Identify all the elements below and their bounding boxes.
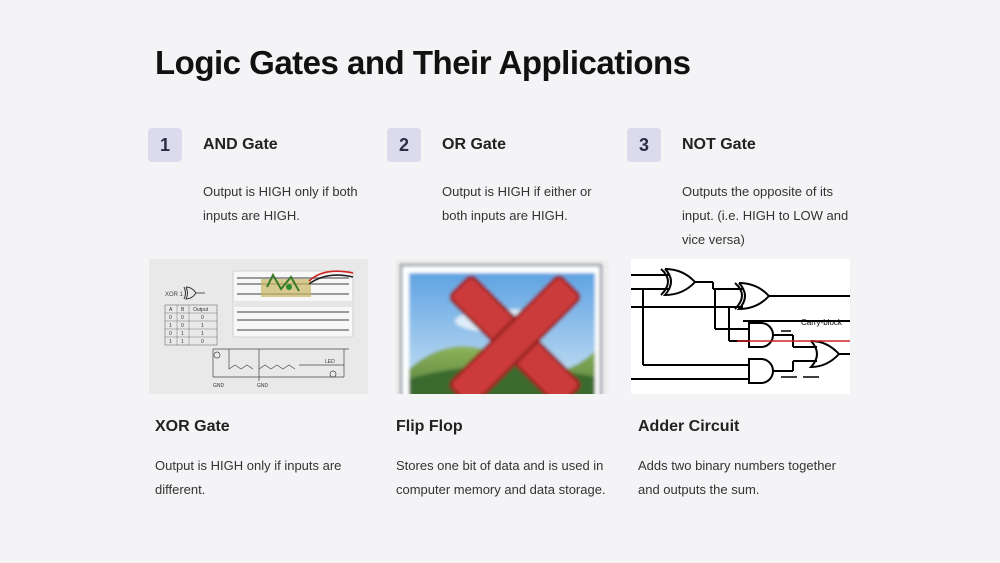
and-gate-card: 1 AND Gate Output is HIGH only if both i… [148,128,378,228]
card-title: NOT Gate [682,136,756,153]
card-description: Output is HIGH only if inputs are differ… [155,458,342,497]
xor-gate-card: XOR Gate Output is HIGH only if inputs a… [155,418,385,502]
adder-circuit-diagram: Carry-block [631,259,850,394]
number-badge: 1 [148,128,182,162]
adder-circuit-image: Carry-block [631,259,850,394]
slide-title: Logic Gates and Their Applications [155,44,691,81]
broken-image-icon [395,259,609,394]
card-title: Adder Circuit [638,418,740,435]
svg-text:0: 0 [181,323,184,329]
svg-text:B: B [181,307,185,313]
number-badge: 3 [627,128,661,162]
svg-text:0: 0 [169,331,172,337]
card-title: Flip Flop [396,418,463,435]
gnd-label: GND [213,383,225,389]
xor-breadboard-image: XOR 1 A B Output 0 0 0 1 0 1 0 1 1 1 1 0 [149,259,368,394]
card-title: AND Gate [203,136,278,153]
schematic [212,348,349,381]
svg-text:0: 0 [201,339,204,345]
gnd-label: GND [257,383,269,389]
card-description: Adds two binary numbers together and out… [638,458,836,497]
card-title: OR Gate [442,136,507,153]
card-description: Outputs the opposite of its input. (i.e.… [682,184,849,247]
led-label: LED [325,359,335,365]
svg-text:1: 1 [181,339,184,345]
adder-circuit-card: Adder Circuit Adds two binary numbers to… [638,418,868,502]
flip-flop-image [395,259,614,394]
svg-text:1: 1 [201,323,204,329]
svg-text:Output: Output [193,307,209,313]
svg-text:1: 1 [169,323,172,329]
number-badge: 2 [387,128,421,162]
svg-text:A: A [169,307,173,313]
flip-flop-card: Flip Flop Stores one bit of data and is … [396,418,626,502]
xor-breadboard-photo: XOR 1 A B Output 0 0 0 1 0 1 0 1 1 1 1 0 [149,259,368,394]
svg-text:1: 1 [201,331,204,337]
not-gate-card: 3 NOT Gate Outputs the opposite of its i… [627,128,857,252]
svg-text:0: 0 [169,315,172,321]
breadboard [232,270,354,338]
carry-block-label: Carry-block [801,318,843,327]
svg-text:0: 0 [181,315,184,321]
or-gate-card: 2 OR Gate Output is HIGH if either or bo… [387,128,617,228]
truth-table: A B Output 0 0 0 1 0 1 0 1 1 1 1 0 [164,304,218,346]
card-description: Stores one bit of data and is used in co… [396,458,606,497]
xor-label: XOR 1 [165,292,184,298]
svg-text:1: 1 [181,331,184,337]
svg-text:1: 1 [169,339,172,345]
card-description: Output is HIGH if either or both inputs … [442,184,592,223]
svg-text:0: 0 [201,315,204,321]
card-title: XOR Gate [155,418,230,435]
card-description: Output is HIGH only if both inputs are H… [203,184,358,223]
